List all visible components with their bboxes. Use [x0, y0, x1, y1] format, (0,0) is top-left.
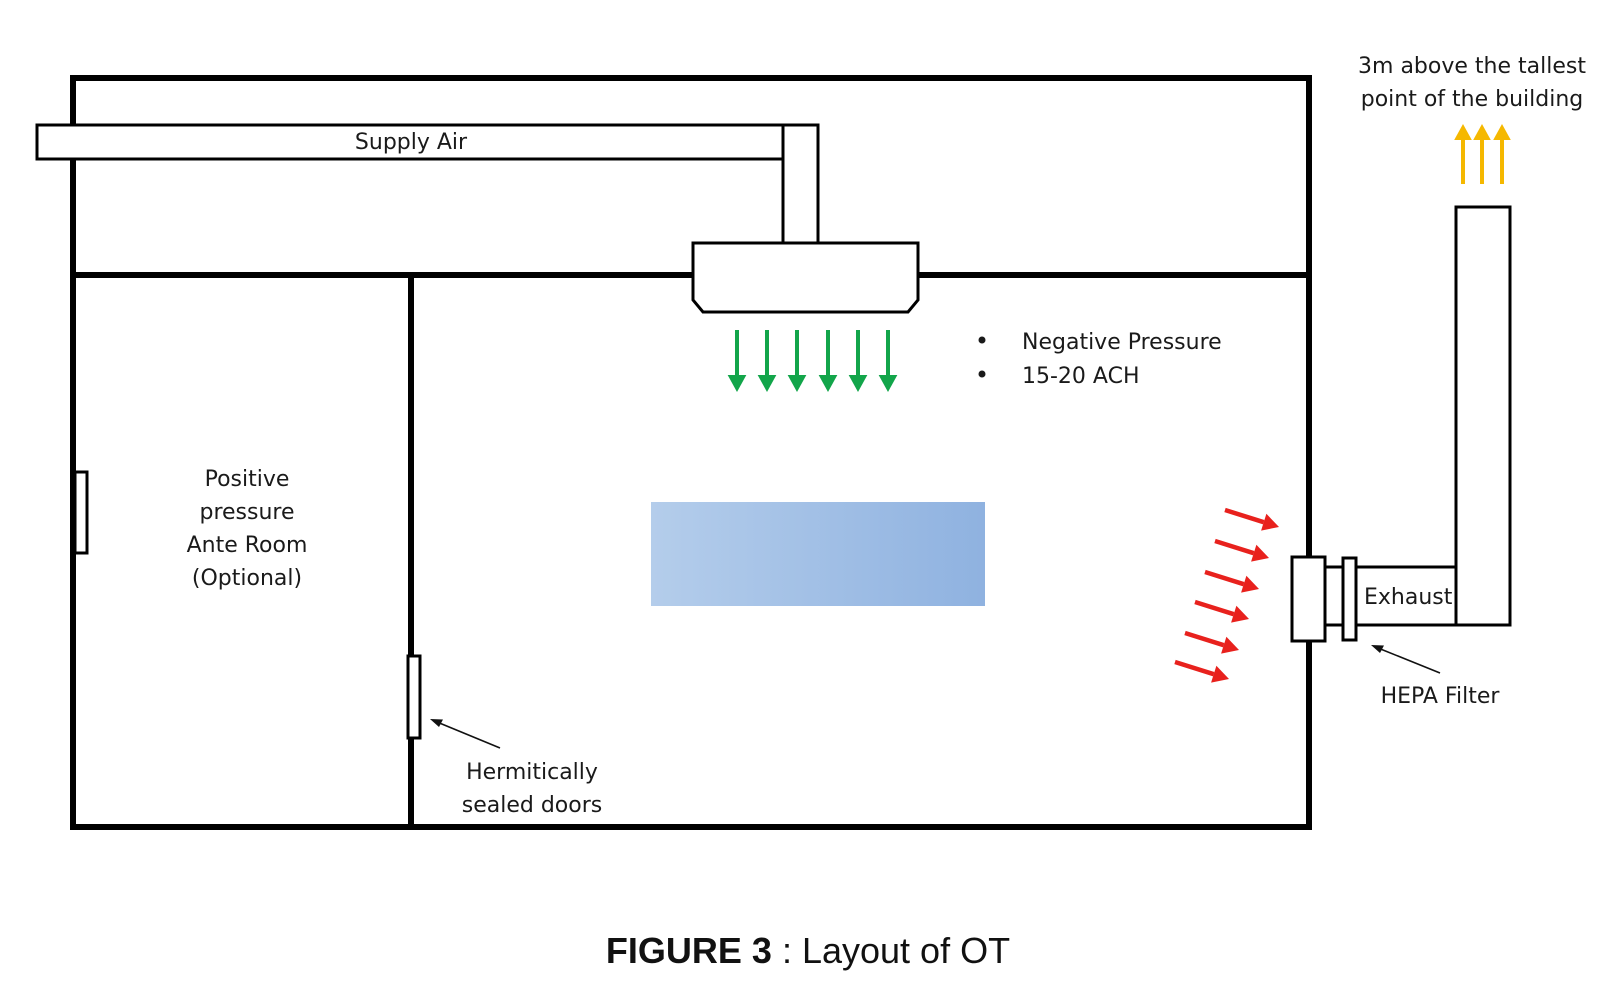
arrow-diagonal-icon-head — [1241, 575, 1259, 593]
door-pointer-line — [436, 721, 501, 749]
ante-room-label-line-2: pressure — [199, 500, 294, 525]
figure-caption: FIGURE 3 : Layout of OT — [606, 930, 1010, 971]
stack-height-label-line-1: 3m above the tallest — [1358, 54, 1586, 79]
hepa-filter — [1341, 556, 1358, 642]
doors-label-line-2: sealed doors — [462, 793, 602, 818]
arrow-down-icon-head — [727, 375, 747, 392]
door-pointer-arrowhead — [430, 719, 443, 727]
arrow-diagonal-icon — [1194, 599, 1235, 617]
bullet-icon — [978, 370, 986, 378]
supply-air-riser — [781, 123, 820, 245]
arrow-diagonal-icon — [1224, 507, 1265, 525]
operating-table — [651, 502, 985, 606]
arrow-up-icon-head — [1493, 124, 1511, 140]
exhaust-air-arrows — [1174, 507, 1279, 683]
supply-air-label: Supply Air — [355, 130, 468, 155]
arrow-down-icon-head — [848, 375, 868, 392]
bullet-icon — [978, 336, 986, 344]
hepa-pointer-line — [1377, 647, 1441, 674]
building-outline — [70, 75, 1312, 830]
arrow-up-icon-head — [1454, 124, 1472, 140]
ante-room-label-line-1: Positive — [205, 467, 290, 492]
ach-label: 15-20 ACH — [1022, 364, 1140, 389]
stack-exhaust-arrows — [1454, 124, 1511, 184]
arrow-down-icon-head — [787, 375, 807, 392]
figure-title: : Layout of OT — [772, 930, 1010, 971]
arrow-diagonal-icon-head — [1231, 605, 1249, 623]
arrow-down-icon-head — [818, 375, 838, 392]
supply-air-arrows — [727, 330, 898, 392]
ante-room-label-line-4: (Optional) — [192, 566, 302, 591]
arrow-down-icon-head — [878, 375, 898, 392]
arrow-diagonal-icon — [1174, 659, 1215, 677]
exhaust-grille — [1290, 555, 1327, 643]
sealed-door — [406, 654, 422, 740]
exhaust-label: Exhaust — [1364, 585, 1453, 610]
arrow-diagonal-icon — [1184, 630, 1225, 648]
ante-room-label-line-3: Ante Room — [187, 533, 308, 558]
negative-pressure-label: Negative Pressure — [1022, 330, 1222, 355]
arrow-diagonal-icon-head — [1221, 636, 1239, 654]
arrow-diagonal-icon-head — [1251, 544, 1269, 562]
hepa-filter-label: HEPA Filter — [1381, 684, 1501, 709]
ceiling-diffuser — [691, 241, 920, 314]
arrow-diagonal-icon — [1214, 538, 1255, 556]
hepa-pointer-arrowhead — [1371, 645, 1384, 653]
arrow-up-icon-head — [1473, 124, 1491, 140]
arrow-diagonal-icon-head — [1211, 665, 1229, 683]
exhaust-stack — [1454, 205, 1512, 627]
arrow-down-icon-head — [757, 375, 777, 392]
arrow-diagonal-icon-head — [1261, 513, 1279, 531]
outer-door — [73, 470, 89, 555]
stack-height-label-line-2: point of the building — [1361, 87, 1584, 112]
figure-number: FIGURE 3 — [606, 930, 772, 971]
arrow-diagonal-icon — [1204, 569, 1245, 587]
doors-label-line-1: Hermitically — [466, 760, 598, 785]
